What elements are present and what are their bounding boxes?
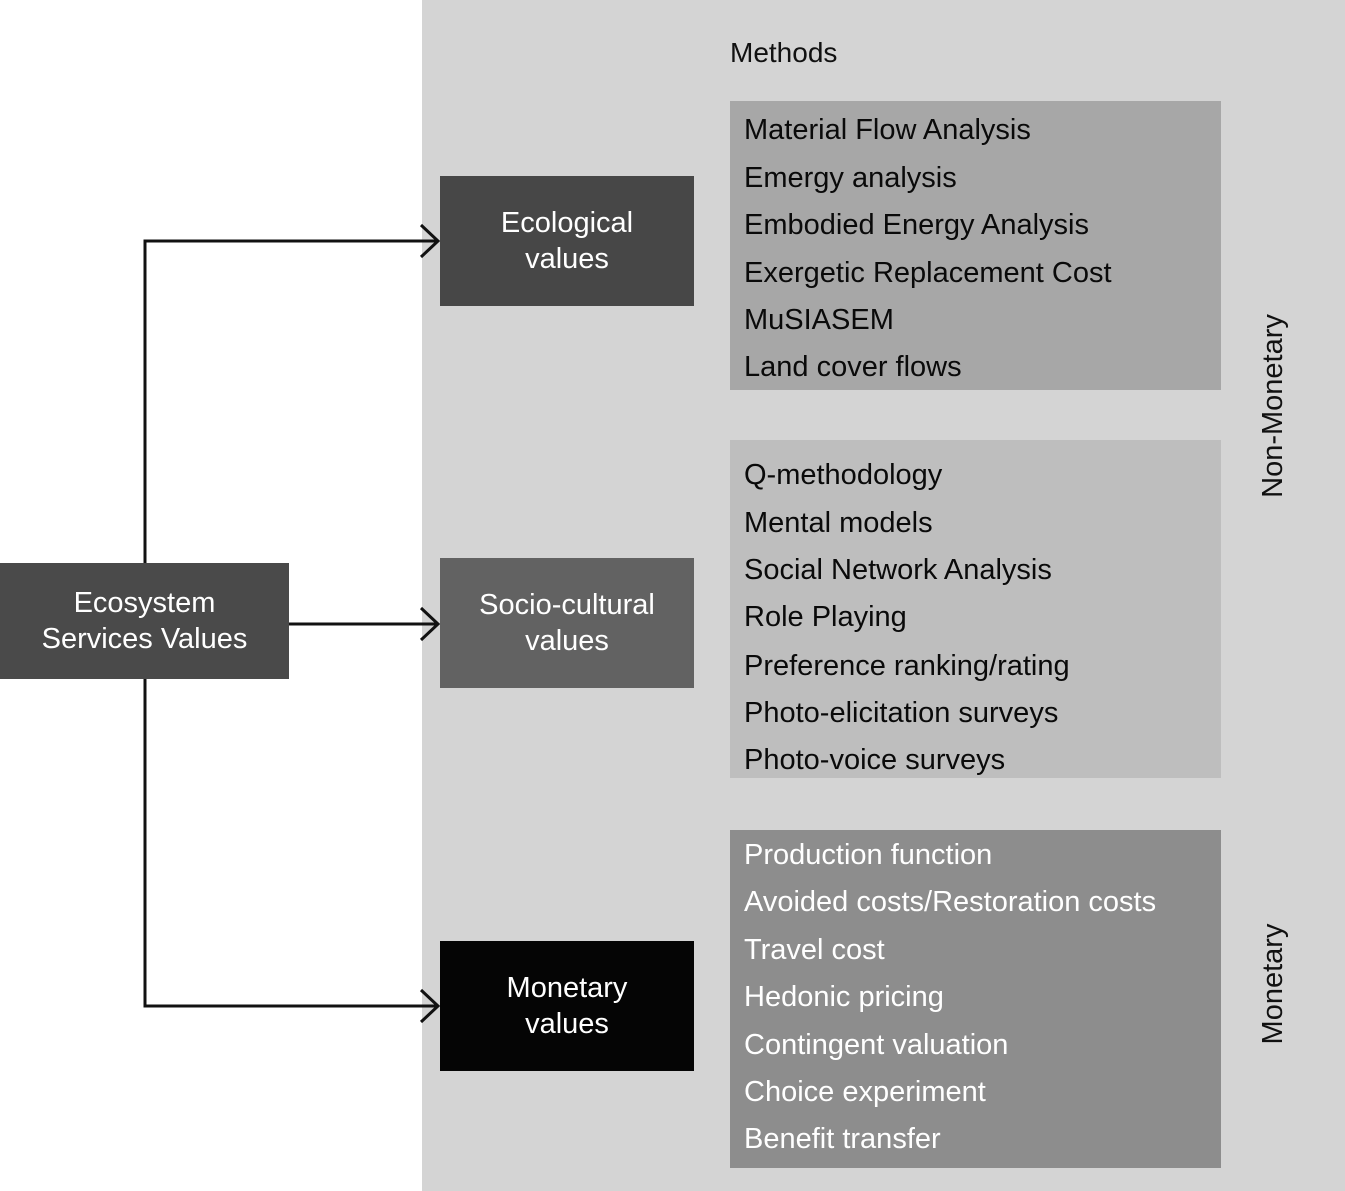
non-monetary-label: Non-Monetary xyxy=(1257,314,1289,498)
method-item: Mental models xyxy=(744,507,933,539)
monetary-label: Monetary xyxy=(1257,923,1289,1045)
method-item: Land cover flows xyxy=(744,351,962,383)
ecological-methods-list: Material Flow Analysis Emergy analysis E… xyxy=(730,101,1221,390)
method-item: Travel cost xyxy=(744,934,885,966)
connector-to-monetary xyxy=(143,679,438,1008)
ecosystem-services-values-box: Ecosystem Services Values xyxy=(0,563,289,679)
method-item: Avoided costs/Restoration costs xyxy=(744,886,1157,918)
ecological-values-box: Ecological values xyxy=(440,176,694,306)
connector-to-ecological xyxy=(143,239,438,563)
arrowhead-socio-cultural xyxy=(419,606,441,642)
method-item: Benefit transfer xyxy=(744,1123,941,1155)
arrowhead-monetary xyxy=(419,988,441,1024)
method-item: Choice experiment xyxy=(744,1076,986,1108)
method-item: Emergy analysis xyxy=(744,162,957,194)
method-item: Preference ranking/rating xyxy=(744,650,1070,682)
method-item: Material Flow Analysis xyxy=(744,114,1031,146)
socio-cultural-methods-list: Q-methodology Mental models Social Netwo… xyxy=(730,440,1221,778)
method-item: Embodied Energy Analysis xyxy=(744,209,1089,241)
method-item: Production function xyxy=(744,839,993,871)
methods-title: Methods xyxy=(730,37,838,68)
method-item: Photo-elicitation surveys xyxy=(744,697,1059,729)
monetary-values-box: Monetary values xyxy=(440,941,694,1071)
method-item: Hedonic pricing xyxy=(744,981,944,1013)
socio-cultural-values-box: Socio-cultural values xyxy=(440,558,694,688)
arrowhead-ecological xyxy=(419,223,441,259)
method-item: Contingent valuation xyxy=(744,1029,1009,1061)
method-item: Exergetic Replacement Cost xyxy=(744,257,1112,289)
monetary-methods-list: Production function Avoided costs/Restor… xyxy=(730,830,1221,1168)
method-item: MuSIASEM xyxy=(744,304,894,336)
method-item: Q-methodology xyxy=(744,459,943,491)
method-item: Photo-voice surveys xyxy=(744,744,1006,776)
method-item: Role Playing xyxy=(744,601,907,633)
method-item: Social Network Analysis xyxy=(744,554,1052,586)
